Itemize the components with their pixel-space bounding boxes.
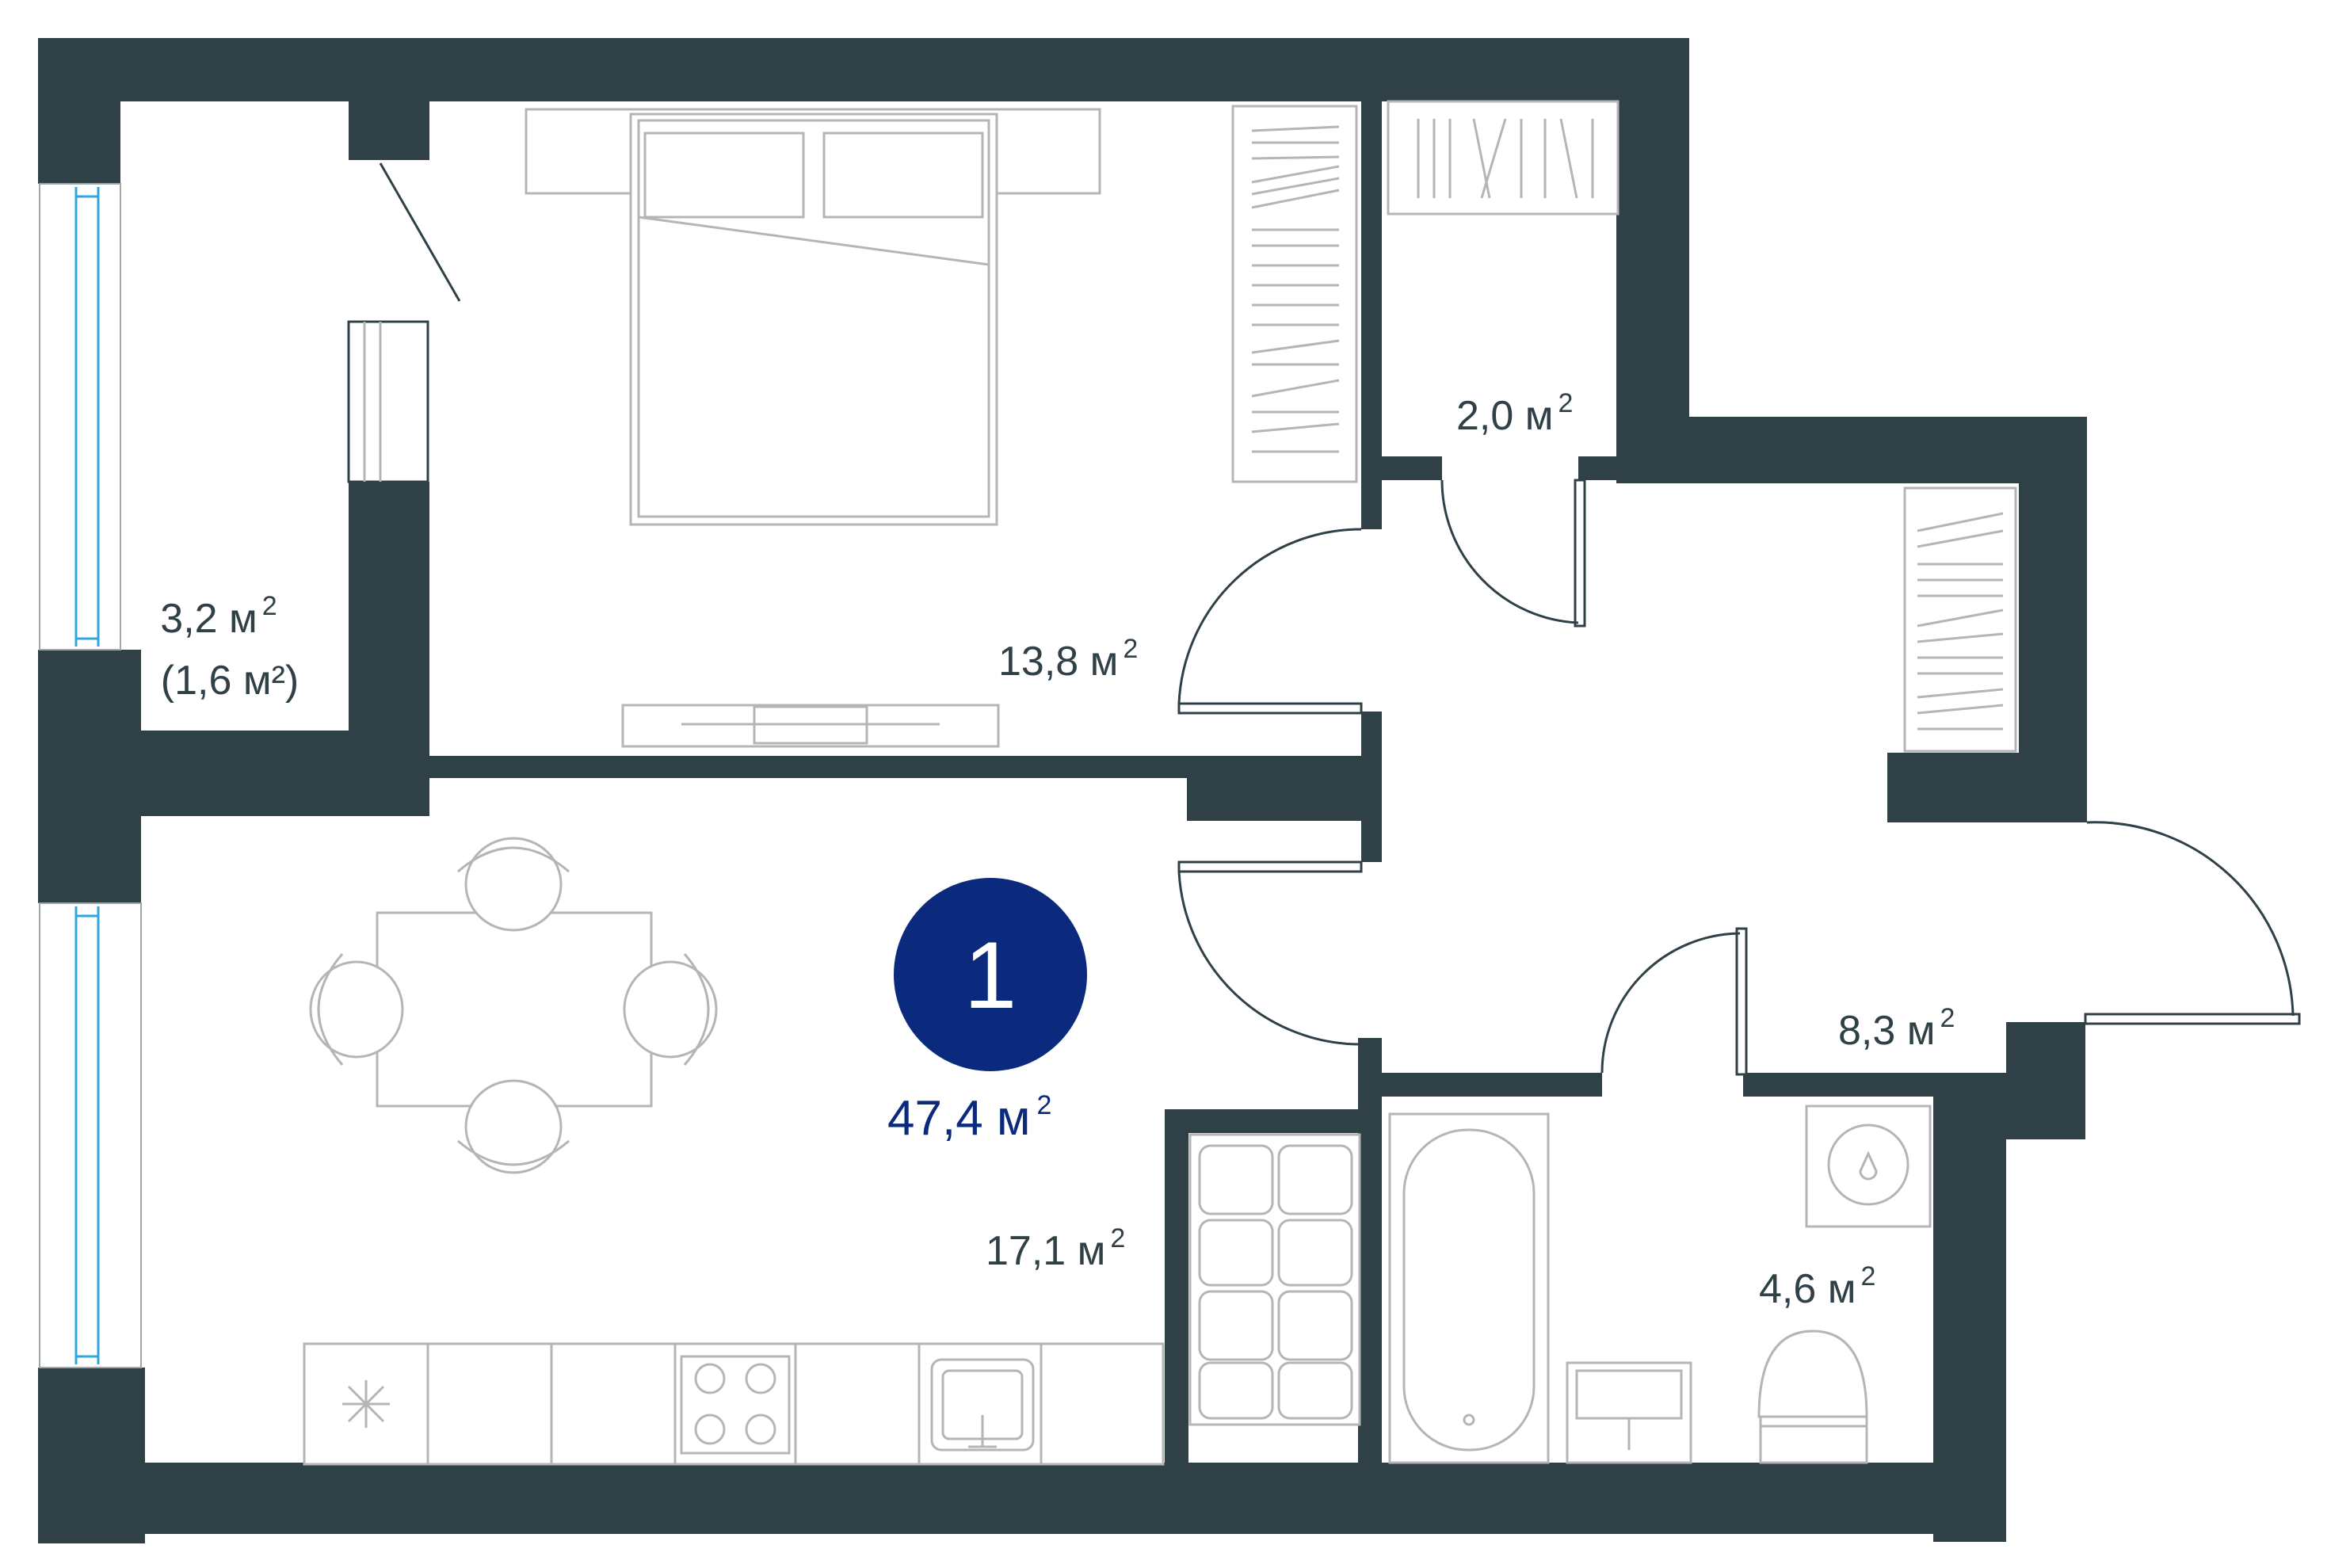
- wall-closet-right: [1616, 38, 1689, 482]
- dining-table: [309, 837, 718, 1174]
- chair-right: [623, 953, 718, 1066]
- bathroom-sink: [1566, 1361, 1692, 1464]
- closet-shelf: [1387, 100, 1619, 216]
- door-closet: [1440, 479, 1586, 628]
- wall-balcony-bedroom-top: [349, 101, 429, 160]
- sink: [930, 1358, 1035, 1452]
- door-entrance: [2084, 821, 2301, 1025]
- kitchen-counter: [303, 1342, 1165, 1466]
- door-balcony: [347, 162, 461, 483]
- wardrobe-bedroom: [1231, 105, 1358, 483]
- wardrobe-hall: [1903, 486, 2017, 753]
- tv-stand: [621, 704, 1000, 748]
- bathtub: [1388, 1112, 1550, 1464]
- wall-bedroom-right-bottom: [1361, 712, 1382, 862]
- balcony-reduced-area-label: (1,6 м²): [161, 658, 299, 704]
- chair-top: [457, 837, 570, 932]
- wall-bathroom-top-left: [1379, 1073, 1602, 1097]
- rooms-count-label: 1: [964, 922, 1017, 1028]
- toilet: [1757, 1330, 1868, 1464]
- chair-left: [309, 953, 404, 1066]
- cooktop: [680, 1355, 791, 1455]
- wall-hall-top: [1616, 417, 2087, 483]
- wall-closet-left: [1361, 101, 1382, 477]
- furniture: [303, 100, 2017, 1466]
- door-kitchen: [1177, 860, 1363, 1046]
- wall-kitchen-hall: [1358, 1038, 1382, 1474]
- wall-utility-left: [1165, 1109, 1188, 1474]
- wall-hall-right: [2019, 417, 2087, 822]
- wall-bedroom-kitchen-stub: [1187, 756, 1368, 821]
- wall-right-lower: [2006, 1022, 2085, 1139]
- wall-right-bottom: [1933, 1093, 2006, 1542]
- wall-utility-top: [1165, 1109, 1382, 1133]
- bed: [525, 108, 1101, 526]
- doors: [347, 162, 2301, 1076]
- wall-hall-niche: [1887, 753, 2022, 822]
- walls: [38, 38, 2087, 1543]
- wall-bathroom-top-right: [1743, 1073, 2012, 1097]
- door-bedroom: [1177, 528, 1363, 715]
- window-kitchen: [39, 902, 142, 1368]
- door-bathroom: [1600, 927, 1748, 1076]
- wall-left-top: [38, 38, 120, 184]
- rooms-count-badge: [894, 878, 1087, 1071]
- fridge-icon: [342, 1380, 390, 1428]
- window-balcony: [39, 183, 121, 650]
- wall-bottom: [38, 1463, 2006, 1534]
- chair-bottom: [457, 1079, 570, 1174]
- wall-closet-bottom-left: [1361, 456, 1442, 480]
- washing-machine: [1805, 1104, 1932, 1228]
- windows: [39, 183, 142, 1368]
- wall-top: [38, 38, 1689, 101]
- utility-units: [1188, 1133, 1361, 1426]
- wall-closet-bottom-right: [1578, 456, 1618, 480]
